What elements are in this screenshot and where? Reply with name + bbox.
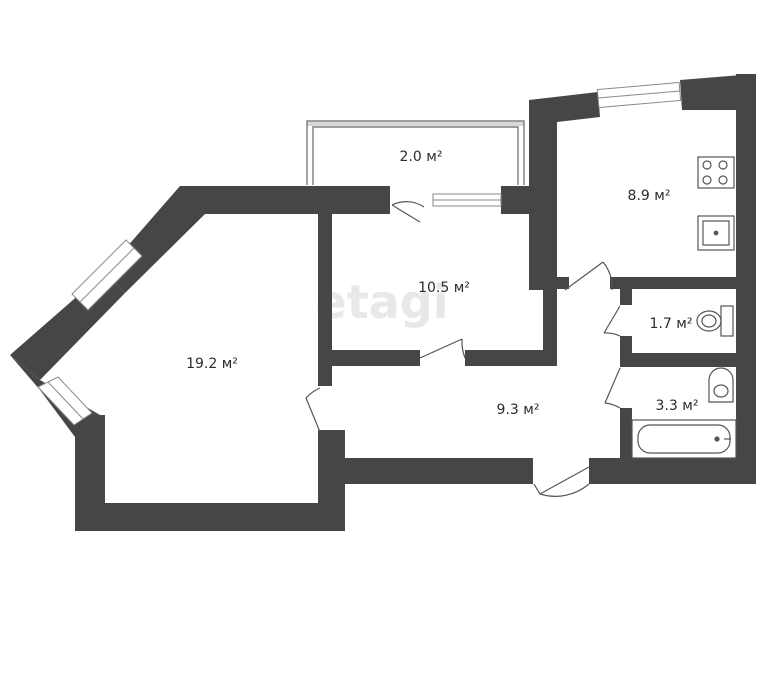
label-hall: 9.3 м²	[497, 402, 540, 418]
watermark: etagi	[316, 275, 449, 329]
walls	[10, 74, 756, 531]
wall-bottom-living	[75, 503, 345, 531]
windows	[37, 81, 682, 426]
kitchen-fixtures	[697, 156, 735, 251]
label-balcony: 2.0 м²	[400, 149, 443, 165]
wall-bedroom-bottom-right	[465, 350, 557, 366]
wall-stub-kitchen	[557, 277, 569, 289]
door-bedroom	[419, 338, 466, 359]
wall-bath-left	[620, 408, 632, 468]
wall-bedroom-right	[543, 214, 557, 366]
wall-toilet-left-bottom	[620, 336, 632, 366]
bathtub-icon	[631, 419, 737, 459]
wall-kitchen-top-right	[680, 74, 754, 110]
door-living	[305, 387, 321, 433]
door-balcony	[391, 201, 425, 223]
room-labels: 19.2 м² 10.5 м² 2.0 м² 8.9 м² 1.7 м² 3.3…	[186, 149, 698, 418]
stove-icon	[697, 156, 735, 189]
doors	[305, 201, 621, 497]
wall-kitchen-bottom	[610, 277, 756, 289]
label-bathroom: 3.3 м²	[656, 398, 699, 414]
sink-icon	[697, 215, 735, 251]
balcony	[306, 120, 525, 185]
wall-bedroom-bottom-left	[330, 350, 420, 366]
wall-toilet-bottom	[620, 353, 754, 367]
washbasin-icon	[708, 367, 734, 403]
wall-top-left	[105, 186, 390, 293]
bathroom-fixtures	[631, 367, 737, 459]
window-living-lower	[37, 376, 93, 426]
wall-hall-bottom-left	[330, 458, 533, 484]
wall-toilet-left-top	[620, 289, 632, 305]
label-bedroom: 10.5 м²	[418, 280, 470, 296]
door-kitchen	[564, 261, 613, 291]
wall-corner-wc	[620, 277, 632, 289]
wall-kitchen-top-left	[529, 92, 600, 128]
label-living-room: 19.2 м²	[186, 356, 238, 372]
label-toilet: 1.7 м²	[650, 316, 693, 332]
toilet-icon	[696, 305, 734, 337]
label-kitchen: 8.9 м²	[628, 188, 671, 204]
door-bathroom	[604, 367, 621, 409]
wall-hall-bottom-right	[589, 458, 754, 484]
door-toilet	[603, 305, 621, 337]
wall-living-bedroom	[318, 214, 332, 386]
